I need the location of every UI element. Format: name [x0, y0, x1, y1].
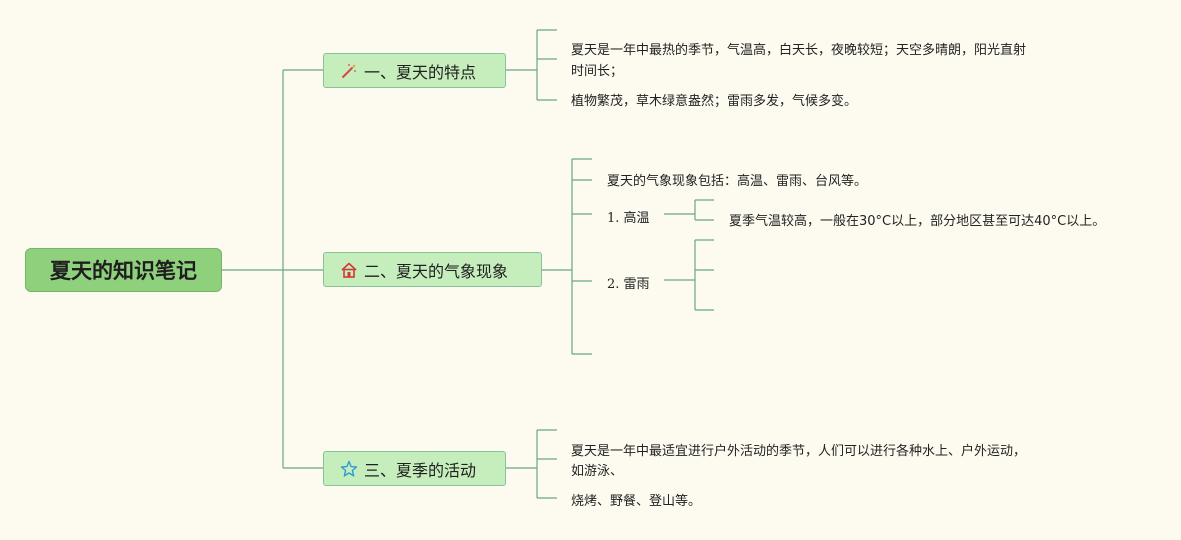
note-high-temp: 夏季气温较高，一般在30°C以上，部分地区甚至可达40°C以上。	[729, 214, 1106, 229]
note-features-1-cont: 时间长；	[571, 64, 624, 79]
house-icon	[340, 261, 358, 279]
note-activities-1: 夏天是一年中最适宜进行户外活动的季节，人们可以进行各种水上、户外运动，	[571, 444, 1027, 459]
topic-label: 一、夏天的特点	[364, 62, 477, 82]
topic-weather-phenomena[interactable]: 二、夏天的气象现象	[323, 252, 542, 287]
note-activities-1-cont: 如游泳、	[571, 464, 624, 479]
note-features-2: 植物繁茂，草木绿意盎然；雷雨多发，气候多变。	[571, 94, 858, 109]
topic-label: 三、夏季的活动	[364, 460, 477, 480]
subtopic-thunderstorm[interactable]: 2. 雷雨	[607, 277, 650, 292]
topic-summer-activities[interactable]: 三、夏季的活动	[323, 451, 506, 486]
topic-summer-features[interactable]: 一、夏天的特点	[323, 53, 506, 88]
subtopic-high-temp[interactable]: 1. 高温	[607, 211, 650, 226]
root-title: 夏天的知识笔记	[50, 259, 197, 283]
magic-wand-icon	[340, 62, 358, 80]
note-activities-2: 烧烤、野餐、登山等。	[571, 494, 702, 509]
note-weather-intro: 夏天的气象现象包括：高温、雷雨、台风等。	[607, 174, 868, 189]
root-node[interactable]: 夏天的知识笔记	[25, 248, 222, 292]
star-icon	[340, 460, 358, 478]
note-features-1: 夏天是一年中最热的季节，气温高，白天长，夜晚较短；天空多晴朗，阳光直射	[571, 43, 1027, 58]
topic-label: 二、夏天的气象现象	[364, 261, 509, 281]
